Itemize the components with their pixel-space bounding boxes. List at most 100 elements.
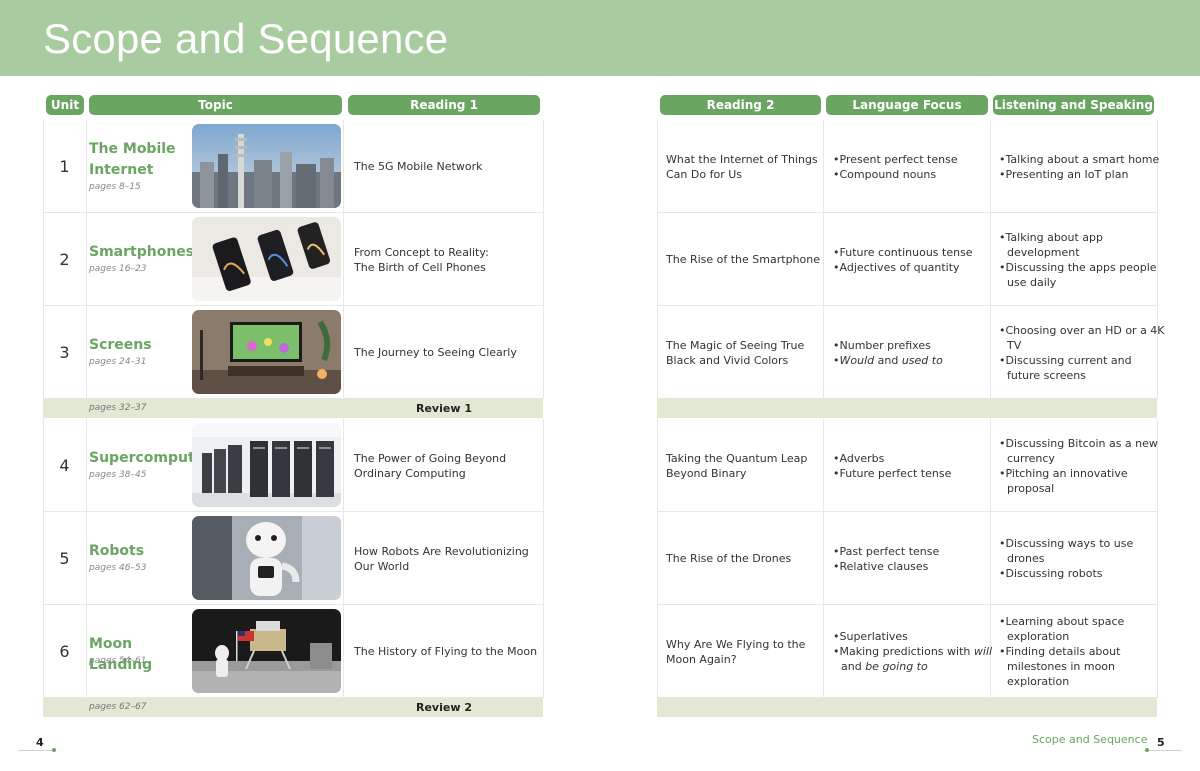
column-divider (43, 419, 44, 512)
topic-title: Supercomputers (89, 450, 220, 466)
listening-speaking-list: Discussing ways to usedronesDiscussing r… (999, 536, 1134, 581)
language-focus-list: Past perfect tenseRelative clauses (833, 544, 940, 574)
row-divider-left (43, 305, 543, 306)
header-reading2: Reading 2 (660, 95, 821, 115)
title-banner: Scope and Sequence (0, 0, 1200, 76)
footer-rule-left (18, 750, 54, 751)
column-divider (43, 306, 44, 399)
footer-section-title: Scope and Sequence (1032, 733, 1148, 746)
column-divider (86, 306, 87, 399)
row-divider-right (657, 398, 1157, 399)
review-band-left (43, 399, 543, 418)
column-divider (1157, 512, 1158, 605)
language-focus-list: SuperlativesMaking predictions with will… (833, 629, 993, 674)
header-language-focus: Language Focus (826, 95, 988, 115)
topic-pages: pages 46–53 (89, 563, 147, 573)
language-focus-list: Number prefixesWould and used to (833, 338, 943, 368)
column-divider (657, 213, 658, 306)
language-focus-list: Present perfect tenseCompound nouns (833, 152, 958, 182)
column-divider (543, 120, 544, 213)
page-number-right: 5 (1157, 736, 1165, 749)
column-divider (86, 120, 87, 213)
column-divider (343, 306, 344, 399)
review-pages: pages 62–67 (89, 702, 147, 712)
column-divider (86, 605, 87, 698)
review-pages: pages 32–37 (89, 403, 147, 413)
column-divider (43, 605, 44, 698)
reading1-title: The 5G Mobile Network (354, 160, 483, 173)
column-divider (343, 213, 344, 306)
column-divider (823, 512, 824, 605)
row-divider-left (43, 212, 543, 213)
header-unit: Unit (46, 95, 84, 115)
column-divider (657, 419, 658, 512)
column-divider (543, 512, 544, 605)
column-divider (343, 120, 344, 213)
topic-pages: pages 24–31 (89, 357, 147, 367)
column-divider (43, 512, 44, 605)
footer-rule-right (1146, 750, 1182, 751)
column-divider (657, 512, 658, 605)
column-divider (823, 213, 824, 306)
page-title: Scope and Sequence (43, 15, 449, 62)
row-divider-right (657, 604, 1157, 605)
topic-pages: pages 54–61 (89, 656, 147, 666)
column-divider (990, 306, 991, 399)
unit-number: 1 (59, 156, 70, 176)
footer-dot-right (1145, 748, 1149, 752)
language-focus-list: AdverbsFuture perfect tense (833, 451, 952, 481)
listening-speaking-list: Learning about spaceexplorationFinding d… (999, 614, 1125, 689)
column-divider (86, 213, 87, 306)
listening-speaking-list: Discussing Bitcoin as a newcurrencyPitch… (999, 436, 1158, 496)
column-divider (343, 605, 344, 698)
row-divider-left (43, 511, 543, 512)
column-divider (543, 213, 544, 306)
row-divider-right (657, 212, 1157, 213)
review-band-left (43, 698, 543, 717)
column-divider (343, 419, 344, 512)
column-divider (990, 120, 991, 213)
reading1-title: The Journey to Seeing Clearly (354, 346, 517, 359)
column-divider (1157, 605, 1158, 698)
header-reading1: Reading 1 (348, 95, 540, 115)
listening-speaking-list: Talking about a smart homePresenting an … (999, 152, 1160, 182)
column-divider (823, 419, 824, 512)
listening-speaking-list: Choosing over an HD or a 4KTVDiscussing … (999, 323, 1165, 383)
unit-number: 6 (59, 641, 70, 661)
column-divider (990, 213, 991, 306)
unit-number: 4 (59, 455, 70, 475)
column-divider (823, 306, 824, 399)
topic-pages: pages 38–45 (89, 470, 147, 480)
smartphones-on-display-stands-photo (192, 217, 341, 301)
reading1-title: From Concept to Reality:The Birth of Cel… (354, 245, 489, 274)
server-room-racks-photo (192, 423, 341, 507)
topic-title: Screens (89, 337, 152, 353)
review-band-right (657, 698, 1157, 717)
topic-title: Moon Landing (89, 636, 153, 673)
astronaut-on-moon-photo (192, 609, 341, 693)
unit-number: 5 (59, 548, 70, 568)
column-divider (543, 419, 544, 512)
column-divider (86, 512, 87, 605)
column-divider (823, 120, 824, 213)
row-divider-left (43, 604, 543, 605)
column-divider (43, 120, 44, 213)
header-listening-speaking: Listening and Speaking (993, 95, 1154, 115)
header-topic: Topic (89, 95, 342, 115)
row-divider-left (43, 697, 543, 698)
listening-speaking-list: Talking about appdevelopmentDiscussing t… (999, 230, 1157, 290)
topic-title: Robots (89, 543, 145, 559)
topic-pages: pages 16–23 (89, 264, 147, 274)
review-band-right (657, 399, 1157, 418)
tv-in-living-room-photo (192, 310, 341, 394)
topic-pages: pages 8–15 (89, 181, 141, 192)
row-divider-left (43, 398, 543, 399)
reading1-title: The History of Flying to the Moon (354, 645, 538, 658)
column-divider (1157, 213, 1158, 306)
